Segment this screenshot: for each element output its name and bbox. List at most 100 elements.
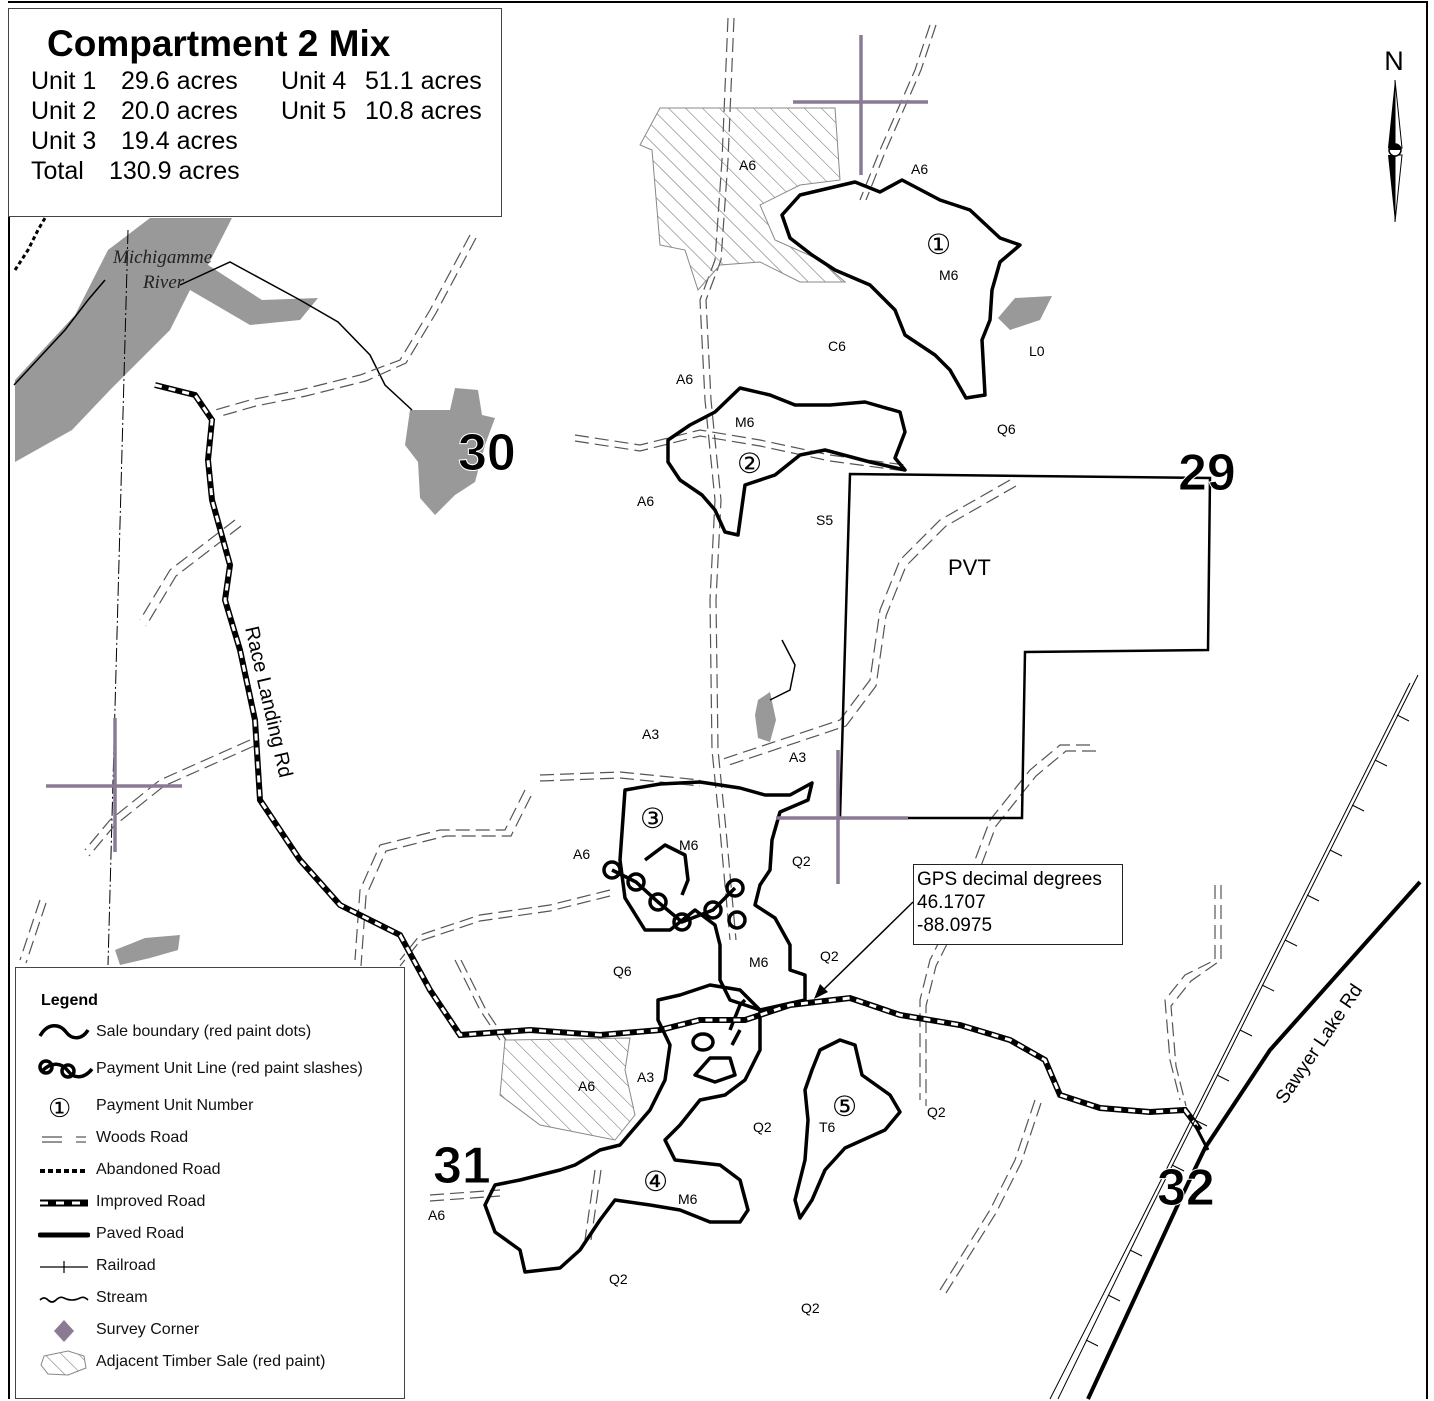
- total-name: Total: [31, 157, 84, 185]
- svg-text:Q2: Q2: [801, 1300, 820, 1316]
- unit-5-boundary: [793, 1038, 902, 1220]
- unit-1-boundary: [780, 178, 1022, 400]
- svg-text:Q6: Q6: [613, 963, 632, 979]
- svg-text:T6: T6: [819, 1119, 836, 1135]
- svg-text:L0: L0: [1029, 343, 1045, 359]
- legend-item: Stream: [16, 1284, 406, 1314]
- svg-text:A6: A6: [676, 371, 693, 387]
- section-32: 32: [1157, 1159, 1215, 1217]
- adjacent-sale-south: [499, 1037, 636, 1141]
- svg-text:M6: M6: [678, 1191, 698, 1207]
- unit-3-name: Unit 3: [31, 127, 97, 155]
- legend-item: Sale boundary (red paint dots): [16, 1018, 406, 1048]
- stream: [179, 261, 413, 411]
- svg-text:M6: M6: [679, 837, 699, 853]
- acreage-panel: Compartment 2 Mix Unit 1 29.6 acres Unit…: [8, 8, 502, 217]
- legend-item: Payment Unit Line (red paint slashes): [16, 1055, 406, 1085]
- unit-3-acres: 19.4 acres: [121, 127, 238, 155]
- lake-sw: [115, 935, 180, 965]
- pvt-label: PVT: [948, 555, 991, 580]
- page-title: Compartment 2 Mix: [47, 23, 391, 64]
- total-acres: 130.9 acres: [109, 157, 240, 185]
- unit-number-2: ②: [737, 447, 762, 480]
- lake-lo: [998, 296, 1052, 330]
- svg-text:S5: S5: [816, 512, 833, 528]
- svg-text:A6: A6: [739, 157, 756, 173]
- unit-2-name: Unit 2: [31, 97, 97, 125]
- svg-text:Q6: Q6: [997, 421, 1016, 437]
- svg-text:A3: A3: [637, 1069, 654, 1085]
- adjacent-sale-north: [639, 107, 847, 291]
- svg-text:A3: A3: [789, 749, 806, 765]
- river-label-2: River: [142, 272, 185, 293]
- svg-text:M6: M6: [939, 267, 959, 283]
- unit-1-name: Unit 1: [31, 67, 97, 95]
- svg-text:M6: M6: [749, 954, 769, 970]
- svg-text:Q2: Q2: [609, 1271, 628, 1287]
- sawyer-lake-road: [1086, 880, 1422, 1400]
- svg-text:A3: A3: [642, 726, 659, 742]
- svg-text:A6: A6: [428, 1207, 445, 1223]
- legend-item: Railroad: [16, 1252, 406, 1282]
- sale-boundary-icon: [38, 1024, 90, 1040]
- stream-icon: [39, 1296, 89, 1303]
- section-30: 30: [458, 424, 516, 482]
- improved-road-icon: [40, 1199, 88, 1207]
- stand-codes: A6 A6 M6 C6 L0 A6 M6 Q6 A6 S5 A3 A3 M6 A…: [428, 157, 1045, 1316]
- lake-center: [755, 692, 776, 742]
- michigamme-river: [15, 218, 318, 462]
- unit-number-1: ①: [926, 228, 951, 261]
- unit-number-5: ⑤: [832, 1090, 857, 1123]
- gps-lat: 46.1707: [917, 892, 986, 913]
- unit-2-boundary: [666, 386, 907, 537]
- svg-text:Q2: Q2: [820, 948, 839, 964]
- gps-callout: GPS decimal degrees 46.1707 -88.0975: [913, 864, 1123, 945]
- railroad: [1049, 674, 1419, 1400]
- svg-text:Q2: Q2: [753, 1119, 772, 1135]
- abandoned-road: [13, 217, 47, 271]
- gps-heading: GPS decimal degrees: [917, 869, 1102, 890]
- legend-item: Paved Road: [16, 1220, 406, 1250]
- lake-30: [405, 388, 495, 515]
- legend-item: Abandoned Road: [16, 1156, 406, 1186]
- unit-4-boundary: [483, 983, 762, 1274]
- paved-road-icon: [38, 1232, 90, 1238]
- legend: Legend Sale boundary (red paint dots) Pa…: [15, 967, 405, 1399]
- legend-title: Legend: [41, 992, 98, 1009]
- unit-number-4: ④: [643, 1165, 668, 1198]
- payment-unit-line-icon: [38, 1059, 94, 1079]
- woods-road-icon: [42, 1136, 86, 1143]
- survey-corners: [46, 35, 928, 884]
- legend-item: Improved Road: [16, 1188, 406, 1218]
- svg-text:Q2: Q2: [792, 853, 811, 869]
- adjacent-sale-icon: [40, 1350, 87, 1376]
- river-label-1: Michigamme: [112, 247, 212, 268]
- unit-5-acres: 10.8 acres: [365, 97, 482, 125]
- unit-3-inner: [643, 843, 690, 896]
- legend-item: Woods Road: [16, 1124, 406, 1154]
- unit-1-acres: 29.6 acres: [121, 67, 238, 95]
- svg-text:C6: C6: [828, 338, 846, 354]
- section-31: 31: [433, 1137, 491, 1195]
- abandoned-road-icon: [40, 1169, 88, 1173]
- svg-text:A6: A6: [578, 1078, 595, 1094]
- svg-text:Q2: Q2: [927, 1104, 946, 1120]
- svg-text:M6: M6: [735, 414, 755, 430]
- unit-2-acres: 20.0 acres: [121, 97, 238, 125]
- svg-text:A6: A6: [637, 493, 654, 509]
- section-29: 29: [1178, 444, 1236, 502]
- svg-text:①: ①: [48, 1094, 71, 1122]
- north-label: N: [1384, 46, 1404, 76]
- unit-4-acres: 51.1 acres: [365, 67, 482, 95]
- unit-4-name: Unit 4: [281, 67, 347, 95]
- pvt-boundary: [838, 472, 1212, 820]
- svg-text:A6: A6: [573, 846, 590, 862]
- gps-lon: -88.0975: [917, 915, 993, 936]
- legend-item: Survey Corner: [16, 1316, 406, 1346]
- railroad-icon: [40, 1261, 88, 1273]
- unit-number-icon: ①: [48, 1094, 71, 1122]
- legend-item: ① Payment Unit Number: [16, 1092, 406, 1122]
- legend-item: Adjacent Timber Sale (red paint): [16, 1348, 406, 1378]
- north-arrow-icon: N: [1384, 46, 1404, 223]
